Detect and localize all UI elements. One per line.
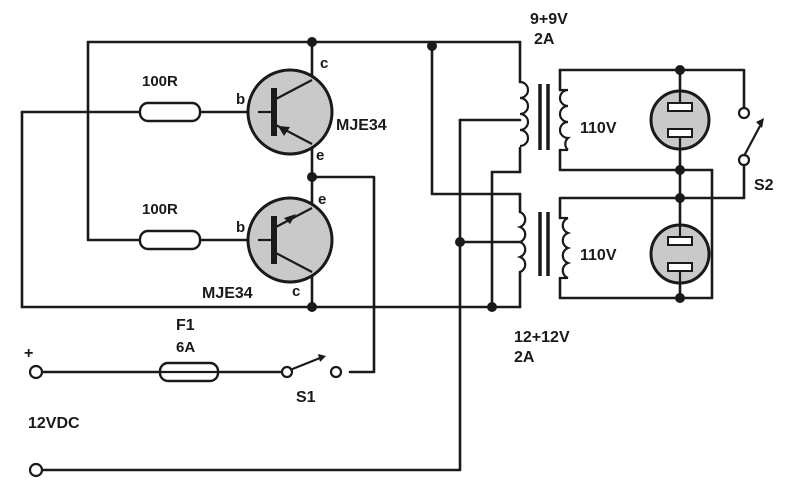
switch-s1	[280, 354, 343, 379]
junction-dots	[307, 37, 685, 312]
label-plus: +	[24, 345, 33, 362]
label-q2-collector: c	[292, 283, 300, 300]
label-q2-emitter: e	[318, 191, 326, 208]
supply-terminals	[28, 364, 44, 478]
label-q1-part: MJE34	[336, 117, 387, 134]
label-q2-base: b	[236, 219, 245, 236]
label-r1: 100R	[142, 73, 178, 90]
transformer-t2	[516, 210, 572, 280]
fuse-f1	[158, 361, 220, 383]
label-q1-collector: c	[320, 55, 328, 72]
transistor-q1	[246, 68, 334, 156]
label-t1-voltage: 9+9V	[530, 11, 568, 28]
label-t1-current: 2A	[534, 31, 555, 48]
label-r2: 100R	[142, 201, 178, 218]
resistor-r1	[138, 101, 202, 123]
label-supply: 12VDC	[28, 415, 80, 432]
resistor-r2	[138, 229, 202, 251]
label-fuse-rating: 6A	[176, 339, 195, 356]
label-fuse-name: F1	[176, 317, 195, 334]
lamp-upper	[649, 89, 711, 151]
label-t2-secondary: 110V	[580, 247, 617, 264]
label-q2-part: MJE34	[202, 285, 253, 302]
label-t1-secondary: 110V	[580, 120, 617, 137]
label-s2: S2	[754, 177, 774, 194]
wires	[20, 40, 746, 472]
lamp-lower	[649, 223, 711, 285]
transformer-t1	[519, 80, 571, 152]
label-s1: S1	[296, 389, 316, 406]
label-q1-emitter: e	[316, 147, 324, 164]
switch-s2	[737, 106, 764, 167]
label-q1-base: b	[236, 91, 245, 108]
label-t2-current: 2A	[514, 349, 535, 366]
label-t2-voltage: 12+12V	[514, 329, 570, 346]
transistor-q2	[246, 196, 334, 284]
